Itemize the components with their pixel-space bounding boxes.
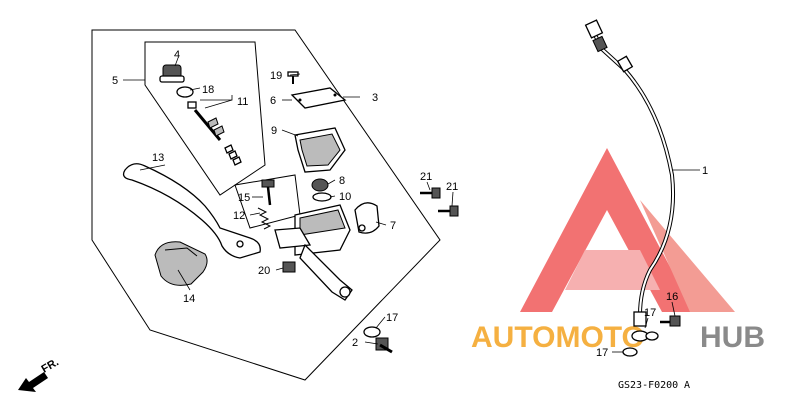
part-11-piston — [187, 101, 242, 166]
part-20-nut — [282, 261, 296, 273]
label-part-21-upper: 21 — [420, 171, 432, 183]
label-part-15: 15 — [238, 192, 250, 204]
part-12-spring — [257, 207, 272, 230]
leader-lines — [123, 57, 700, 353]
part-2-banjo-bolt — [375, 337, 393, 354]
label-part-1: 1 — [702, 165, 708, 177]
label-part-17-lower: 17 — [596, 347, 608, 359]
label-part-6: 6 — [270, 95, 276, 107]
front-marker-label: FR. — [40, 356, 61, 375]
part-17-washer-right — [645, 331, 659, 341]
label-part-16: 16 — [666, 291, 678, 303]
label-part-18: 18 — [202, 84, 214, 96]
part-9-diaphragm — [294, 127, 346, 173]
part-3-master-cylinder — [274, 204, 353, 301]
part-7-holder — [354, 202, 380, 234]
part-16-bolt — [660, 315, 681, 327]
label-part-13: 13 — [152, 152, 164, 164]
part-14-cover — [154, 241, 208, 286]
part-19-screw — [287, 71, 299, 84]
label-part-9: 9 — [271, 125, 277, 137]
label-part-2: 2 — [352, 337, 358, 349]
part-17-washer-upper — [363, 326, 381, 338]
label-part-3: 3 — [372, 92, 378, 104]
part-8-boot — [311, 178, 329, 192]
label-part-17-right: 17 — [644, 307, 656, 319]
label-part-10: 10 — [339, 191, 351, 203]
label-part-19: 19 — [270, 70, 282, 82]
watermark-triangle-right — [640, 200, 735, 312]
part-1-brake-hose — [584, 19, 676, 342]
label-part-7: 7 — [390, 220, 396, 232]
front-arrow-icon — [18, 372, 48, 392]
diagram-code: GS23-F0200 — [618, 380, 678, 391]
part-4-cap — [159, 64, 185, 83]
label-part-12: 12 — [233, 210, 245, 222]
assembly-frame — [91, 29, 441, 381]
label-part-21-lower: 21 — [446, 181, 458, 193]
watermark-triangle-inner — [565, 250, 660, 290]
label-part-5: 5 — [112, 75, 118, 87]
part-18-washer — [176, 86, 194, 98]
watermark-text-automoto: AUTOMOTO — [471, 321, 645, 354]
diagram-code-suffix: A — [684, 380, 690, 391]
watermark-text-hub: HUB — [700, 321, 765, 354]
part-21-bolt-lower — [438, 205, 459, 217]
part-6-reservoir-cap — [290, 87, 347, 109]
label-part-14: 14 — [183, 293, 195, 305]
part-10-oring — [312, 192, 332, 202]
label-part-4: 4 — [174, 49, 180, 61]
label-part-17-upper: 17 — [386, 312, 398, 324]
part-15-bolt — [261, 179, 275, 206]
label-part-8: 8 — [339, 175, 345, 187]
label-part-20: 20 — [258, 265, 270, 277]
subassembly-frame — [144, 41, 266, 196]
label-part-11: 11 — [237, 96, 248, 108]
part-21-bolt-upper — [420, 187, 441, 199]
part-17-washer-lower — [622, 347, 638, 357]
part-13-lever — [122, 163, 261, 259]
